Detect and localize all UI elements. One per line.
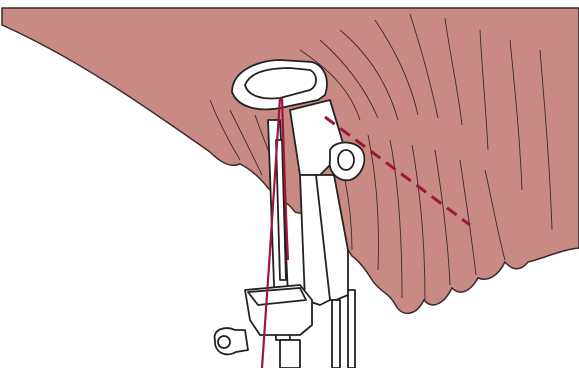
gathered-fabric [2, 8, 579, 313]
